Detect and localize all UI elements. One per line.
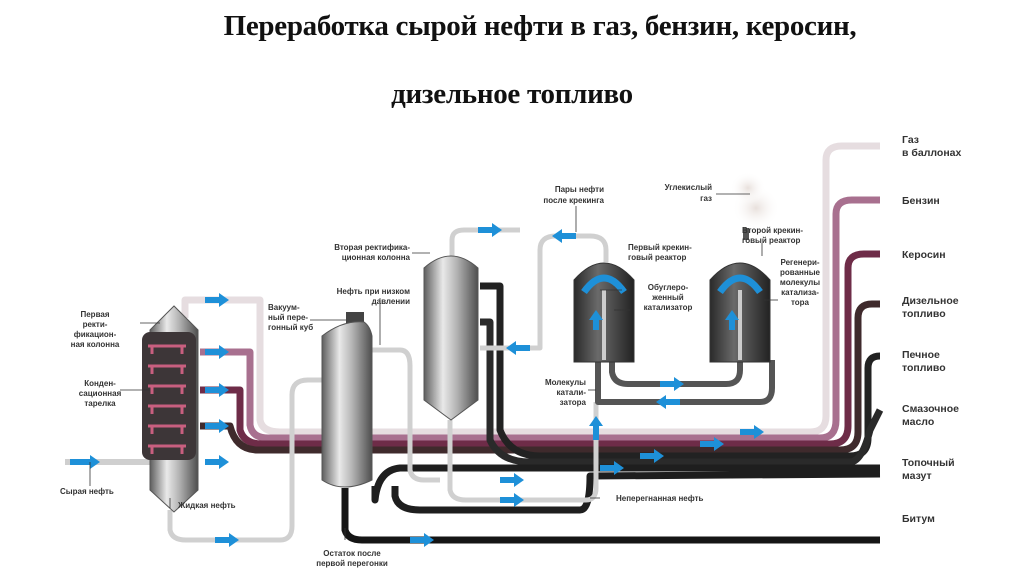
pipe-gas	[181, 142, 880, 436]
output-label-kerosene: Керосин	[902, 249, 946, 261]
first-cracking-reactor	[573, 262, 635, 363]
flow-arrows	[70, 223, 764, 547]
flow-arrow	[640, 449, 664, 463]
pipe-bitumen	[341, 488, 880, 544]
second-rectification-column	[423, 255, 479, 421]
flow-arrow	[410, 533, 434, 547]
pipe-kerosene	[200, 250, 880, 448]
flow-arrow	[205, 383, 229, 397]
label-liquid-oil: Жидкая нефть	[177, 501, 236, 510]
flow-arrow	[500, 473, 524, 487]
flow-arrow	[205, 293, 229, 307]
flow-arrow	[740, 425, 764, 439]
title-line-1: Переработка сырой нефти в газ, бензин, к…	[223, 10, 857, 42]
title-line-2: дизельное топливо	[391, 78, 633, 110]
pipe-low-pressure	[372, 347, 440, 483]
flow-arrow	[506, 341, 530, 355]
flow-arrow	[656, 395, 680, 409]
pipe-liquid-oil	[167, 377, 322, 543]
label-first-reactor: Первый крекин-говый реактор	[628, 243, 692, 262]
pipe-reactor-link-2	[595, 360, 775, 405]
flow-arrow	[700, 437, 724, 451]
pipe-lube-oil	[480, 318, 884, 466]
pipe-column2-top	[449, 227, 520, 258]
flow-arrow	[552, 229, 576, 243]
flow-arrow	[660, 377, 684, 391]
label-second-column: Вторая ректифика-ционная колонна	[334, 243, 410, 262]
pipe-fuel-oil	[371, 464, 880, 504]
flow-arrow	[500, 493, 524, 507]
flow-arrow	[589, 310, 603, 330]
flow-arrow	[589, 416, 603, 440]
output-label-bitumen: Битум	[902, 513, 935, 525]
flow-arrow	[478, 223, 502, 237]
vacuum-still	[321, 312, 373, 488]
flow-arrow	[70, 455, 100, 469]
flow-arrow	[215, 533, 239, 547]
second-cracking-reactor	[709, 262, 771, 363]
flow-arrow	[600, 461, 624, 475]
flow-arrow	[205, 419, 229, 433]
flow-arrow	[205, 455, 229, 469]
pipe-undistilled	[447, 402, 599, 503]
label-vacuum-still: Вакуум-ный пере-гонный куб	[268, 303, 313, 332]
output-pipes	[65, 142, 884, 544]
pipe-fuel-oil-2	[391, 470, 881, 514]
label-crude-oil: Сырая нефть	[60, 487, 114, 496]
flow-arrow	[205, 345, 229, 359]
flow-arrow	[725, 310, 739, 330]
output-label-gasoline: Бензин	[902, 195, 940, 207]
label-second-reactor: Второй крекин-говый реактор	[742, 226, 803, 245]
co2-smoke	[730, 172, 780, 230]
pipe-diesel	[200, 300, 880, 454]
label-undistilled-oil: Неперегнанная нефть	[616, 494, 704, 503]
leader-lines	[89, 193, 778, 540]
first-rectification-column	[142, 305, 199, 513]
pipe-gasoline	[200, 196, 880, 442]
